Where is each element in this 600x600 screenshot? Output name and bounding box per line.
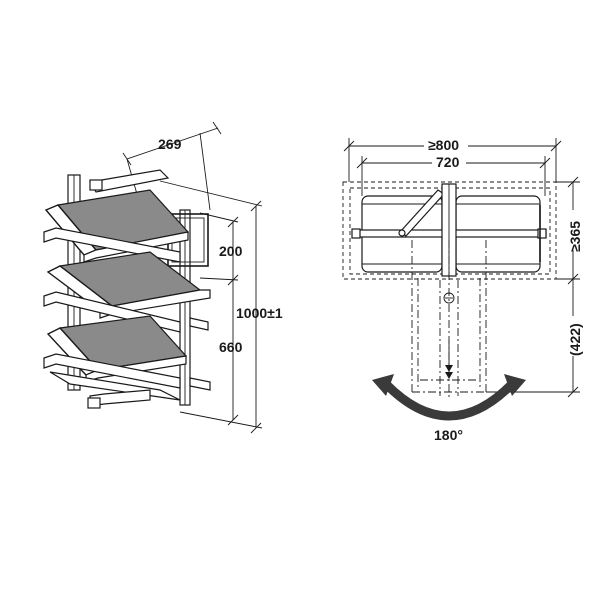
shelf-3	[43, 315, 211, 391]
total-height-label: 1000±1	[236, 305, 283, 321]
depth-label: 269	[158, 136, 182, 152]
swing-path	[411, 240, 487, 400]
top-bracket	[89, 169, 170, 193]
swing-depth-dimension: (422)	[486, 279, 583, 398]
outer-width-label: ≥800	[428, 137, 459, 153]
outer-width-dimension: ≥800	[343, 136, 562, 182]
shelf-1	[43, 189, 190, 263]
swing-depth-label: (422)	[567, 323, 583, 356]
rotation-arrow: 180°	[372, 374, 526, 443]
rotation-angle-label: 180°	[434, 427, 463, 443]
shelf-plan	[351, 183, 547, 277]
cabinet-outline	[342, 181, 557, 280]
inner-width-dimension: 720	[356, 153, 551, 196]
height-dimensions: 200 660 1000±1	[159, 180, 283, 434]
depth-dimension: 269	[122, 121, 222, 241]
cabinet-depth-label: ≥365	[567, 221, 583, 252]
shelf-4	[49, 371, 181, 409]
inner-width-label: 720	[436, 154, 460, 170]
shelf-2	[43, 251, 211, 333]
top-spacing-label: 200	[219, 243, 243, 259]
cabinet-depth-dimension: ≥365	[556, 176, 583, 285]
lower-height-label: 660	[219, 339, 243, 355]
